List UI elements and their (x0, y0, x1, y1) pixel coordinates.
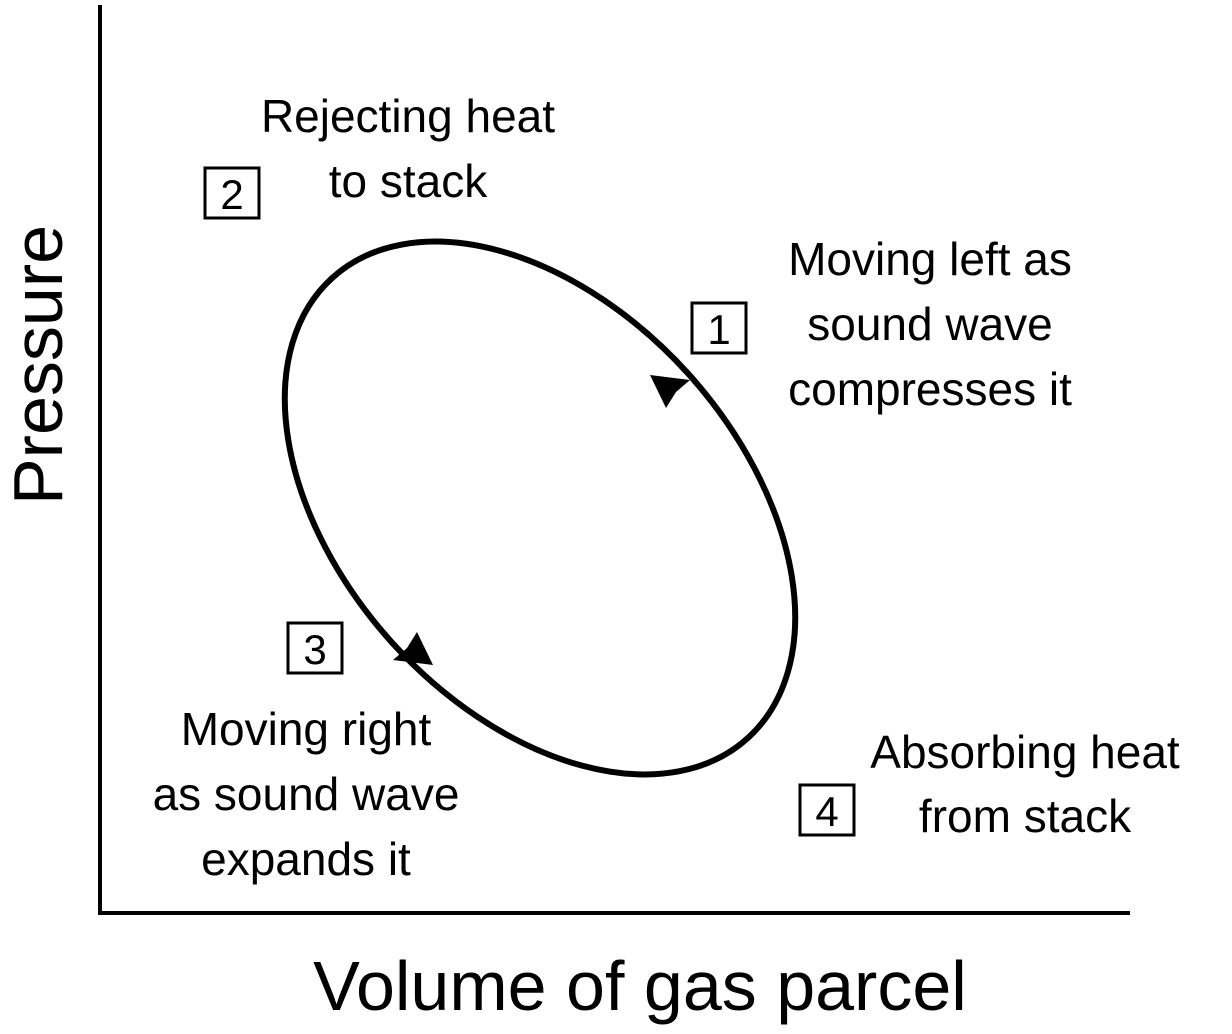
stage-4-number: 4 (815, 788, 838, 835)
stage-1-number: 1 (707, 306, 730, 353)
stage-1-text-line-3: compresses it (788, 363, 1072, 415)
stage-1-text-line-1: Moving left as (788, 233, 1072, 285)
cycle-loop (281, 238, 799, 778)
stage-2-number: 2 (220, 171, 243, 218)
x-axis-title: Volume of gas parcel (313, 947, 967, 1025)
stage-2-text-line-1: Rejecting heat (261, 90, 555, 142)
stage-3-text-line-1: Moving right (181, 703, 432, 755)
stage-3-box (286, 621, 344, 675)
stage-4-box (798, 783, 856, 837)
stage-4: 4 Absorbing heat from stack (798, 726, 1180, 842)
y-axis-title: Pressure (0, 225, 77, 505)
stage-3-number: 3 (303, 626, 326, 673)
stage-1: 1 Moving left as sound wave compresses i… (690, 233, 1072, 415)
arrow-up-icon (650, 375, 690, 408)
stage-1-box (690, 301, 748, 355)
stage-1-text-line-2: sound wave (807, 298, 1053, 350)
stage-3-text-line-2: as sound wave (153, 768, 460, 820)
stage-2: 2 Rejecting heat to stack (203, 90, 555, 220)
stage-4-text-line-2: from stack (919, 790, 1132, 842)
stage-3: 3 Moving right as sound wave expands it (153, 621, 460, 885)
arrow-down-icon (393, 632, 433, 665)
stage-4-text-line-1: Absorbing heat (870, 726, 1180, 778)
stage-2-box (203, 166, 261, 220)
stage-2-text-line-2: to stack (329, 155, 489, 207)
stage-3-text-line-3: expands it (201, 833, 411, 885)
